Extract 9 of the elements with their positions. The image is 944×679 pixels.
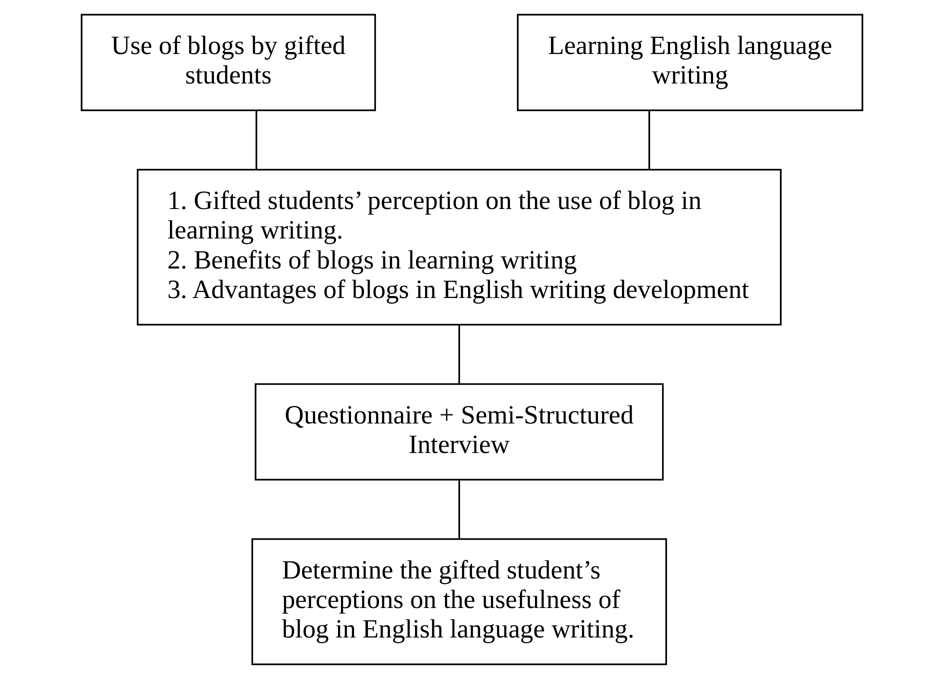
- connector: [256, 110, 258, 170]
- node-box: Learning English language writing: [516, 14, 864, 112]
- connector: [648, 110, 650, 170]
- node-box: 1. Gifted students’ perception on the use of blog in learning writing. 2. Benefits of blogs in learning writing 3. Advantages of blogs in English writing development: [136, 168, 782, 326]
- node-box: Use of blogs by gifted students: [80, 14, 376, 112]
- connector: [458, 324, 460, 384]
- node-box: Questionnaire + Semi-Structured Interview: [254, 383, 664, 480]
- connector: [458, 480, 460, 539]
- node-box: Determine the gifted student’s perceptions on the usefulness of blog in English language writing.: [251, 538, 667, 666]
